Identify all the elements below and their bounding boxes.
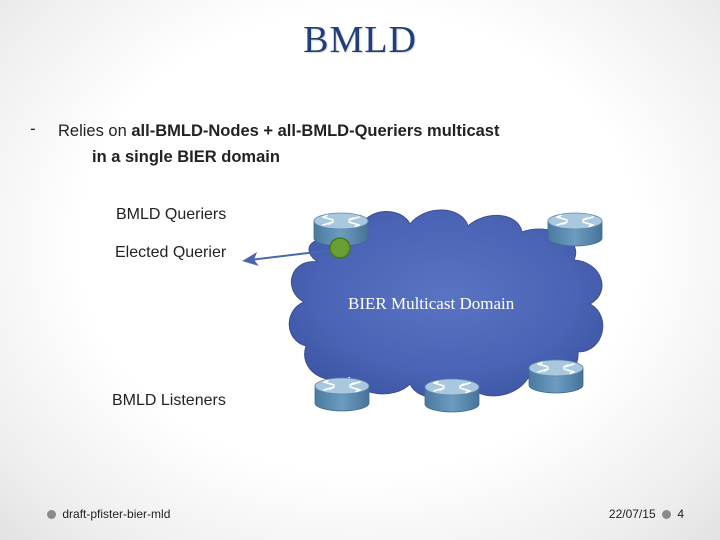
router-right (528, 359, 584, 394)
footer-right: 22/07/15 4 (609, 507, 684, 521)
bullet-bold-2: in a single BIER domain (92, 148, 280, 166)
footer-draft-name: draft-pfister-bier-mld (62, 507, 171, 521)
footer-separator-icon (661, 510, 671, 519)
bullet-bold-1: all-BMLD-Nodes + all-BMLD-Queriers multi… (131, 122, 500, 140)
bullet-marker: - (30, 119, 36, 138)
footer-bullet-icon (47, 510, 56, 519)
footer-date: 22/07/15 (608, 507, 656, 521)
slide-title: BMLD (303, 19, 417, 61)
bullet-text: Relies on all-BMLD-Nodes + all-BMLD-Quer… (58, 118, 578, 170)
bmld-queriers-label: BMLD Queriers (116, 206, 227, 223)
footer-left: draft-pfister-bier-mld (44, 507, 170, 521)
elected-querier-node (329, 237, 351, 259)
router-querier-top-right (547, 212, 603, 247)
router-listener-left (314, 377, 370, 412)
router-listener-middle (424, 378, 480, 413)
page-number: 4 (677, 507, 684, 521)
bier-domain-label: BIER Multicast Domain (348, 294, 515, 313)
elected-querier-label: Elected Querier (115, 244, 227, 261)
elected-querier-arrow (242, 249, 334, 266)
bmld-listeners-label: BMLD Listeners (112, 392, 226, 409)
bullet-prefix: Relies on (58, 122, 132, 140)
